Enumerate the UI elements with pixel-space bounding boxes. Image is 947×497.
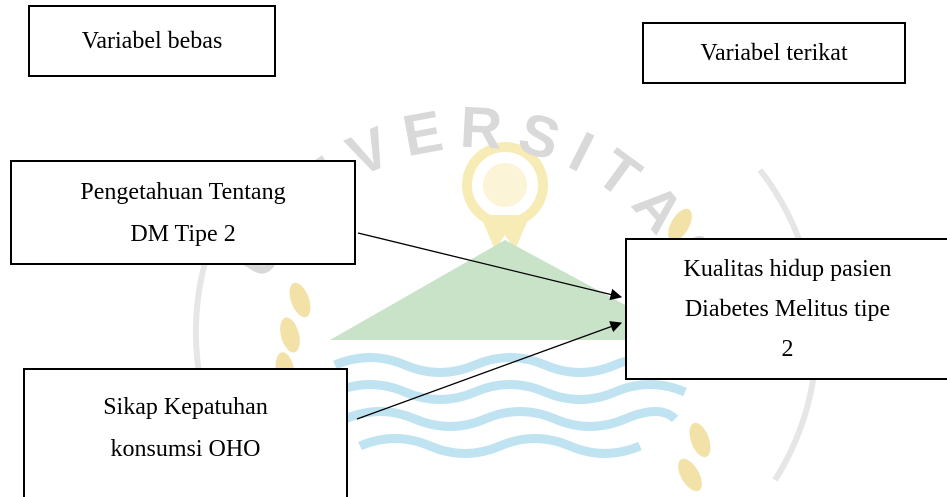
quality-of-life-variable-label: Kualitas hidup pasien Diabetes Melitus t… (683, 256, 892, 362)
compliance-attitude-variable-label: Sikap Kepatuhan konsumsi OHO (103, 394, 268, 462)
arrow-sikap-to-kualitas (356, 321, 623, 420)
knowledge-variable-box: Pengetahuan Tentang DM Tipe 2 (10, 160, 356, 265)
arrow-pengetahuan-to-kualitas (357, 232, 623, 301)
dependent-variable-header-box: Variabel terikat (642, 22, 906, 84)
independent-variable-header-box: Variabel bebas (28, 5, 276, 77)
sun-icon (462, 142, 548, 250)
independent-variable-header-label: Variabel bebas (81, 28, 223, 54)
quality-of-life-variable-box: Kualitas hidup pasien Diabetes Melitus t… (625, 238, 947, 380)
compliance-attitude-variable-box: Sikap Kepatuhan konsumsi OHO (23, 368, 348, 497)
dependent-variable-header-label: Variabel terikat (700, 40, 848, 66)
knowledge-variable-label: Pengetahuan Tentang DM Tipe 2 (80, 178, 286, 247)
